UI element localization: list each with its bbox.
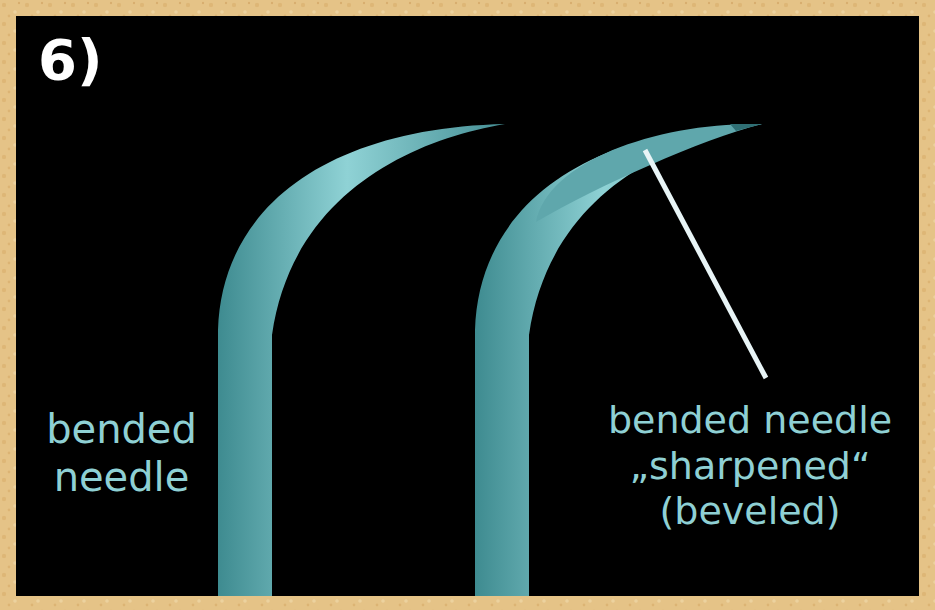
needle-label: bended needle [34,405,209,501]
black-panel [16,16,919,596]
leader-line [645,150,766,378]
needle-label: bended needle „sharpened“ (beveled) [590,398,910,535]
bended-needle [218,124,505,596]
step-number: 6) [38,26,158,93]
bevel-face [536,124,762,222]
